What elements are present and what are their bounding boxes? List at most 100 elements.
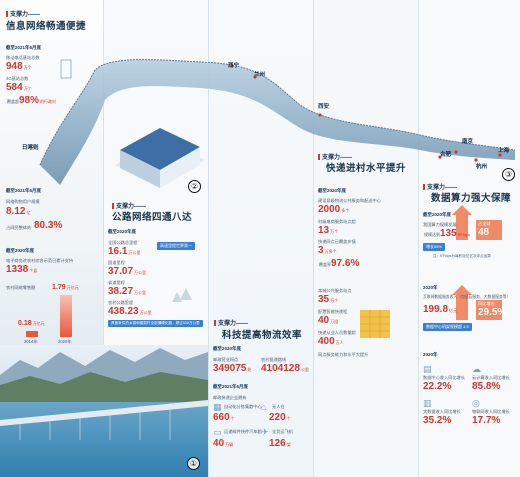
iot-icon: ◎ [472,398,480,408]
tower-icon [60,59,72,79]
city-label: 西宁 [228,63,240,69]
bar-value-2014: 0.18万亿元 [18,320,45,327]
highlight-pill: 数据中心机架规模超 3.9 [423,323,472,331]
city-label: 杭州 [476,164,488,170]
panel-express-village [313,0,418,477]
stat-label: 村级电商服务站点超 [318,219,356,224]
bar-year: 2014年 [24,339,38,344]
stat-label: 移动电话基站总数 [6,55,40,60]
warehouse-icon: ⌂ [261,402,267,412]
stat-label: 农村投递路线 [261,357,287,362]
bar-2014 [26,331,38,337]
stat-value: 1338个县 [6,264,38,275]
section-date: 截至2021年6月底 [6,188,42,193]
support-label: 支撑力—— [318,152,352,161]
stat-value: 349075处 [213,363,252,374]
section-date: 截至2020年底 [318,188,347,193]
stat-value: 22.2% [423,381,452,392]
stat-value: 35.2% [423,415,452,426]
bar-2020 [60,295,72,337]
stat-label: 建设县级物流公共服务和配送中心 [318,198,381,203]
stat-label: 快递网点已覆盖乡镇 [318,239,356,244]
note-text: 注：EFlops为每秒百亿亿次浮点运算 [433,254,491,258]
marker-two: ② [188,180,201,193]
bar-value-2020: 1.79万亿元 [52,284,79,291]
stat-label: 农村网络零售额 [6,285,36,290]
stat-value: 29.5% [478,307,507,318]
stat-value: 48 [478,227,490,238]
support-label: 支撑力—— [112,201,146,210]
stat-value: 948万个 [6,61,32,72]
stat-value: 400万人 [318,336,344,347]
stat-label: 占全球 [478,221,491,226]
stat-label: 互联网数据服务收入（包括云服务、大数据服务等） [423,295,511,299]
stat-label: 大数据收入同比增长 [423,409,461,414]
stat-label: 网点服务能力和水平大提升 [318,352,369,357]
stat-value: 4104128公里 [261,363,309,374]
stat-value: 40万组 [318,315,339,326]
city-label: 日喀则 [22,145,39,151]
stat-value: 40万辆 [213,438,234,449]
city-label: 合肥 [440,152,452,158]
stat-label: 邮政营业网点 [213,357,239,362]
stat-value: 37.07万公里 [108,266,147,277]
section-date: 截至2021年6月底 [6,45,42,50]
highlight-pill: 高速里程世界第一 [157,242,195,250]
stat-label: 4G基站总数 [6,76,29,81]
stat-label: 无人仓 [272,404,285,409]
divider [313,0,314,477]
growth-box [476,300,502,320]
section-date: 截至2020年底 [213,346,242,351]
stat-label: 全国公路总里程 [108,240,138,245]
stat-value: 220个 [269,412,291,423]
stat-value: 80.3% [34,220,63,231]
city-label: 兰州 [254,72,266,78]
marker-one: ① [187,457,200,470]
section-date: 2020年 [423,352,438,357]
airplane-icon: ✈ [261,427,269,437]
stat-value: 覆盖超98%的行政村 [7,95,57,106]
bar-year: 2020年 [58,339,72,344]
cloud-icon: ☁ [472,364,481,374]
stat-label: 本城公共服务站点 [318,288,352,293]
stat-label: 电子商务进农村综合示范已累计支持 [6,258,74,263]
stat-label: 配置智能快递柜 [318,309,348,314]
section-date: 截至2021年6月底 [213,384,249,389]
stat-value: 660个 [213,412,235,423]
stat-value: 覆盖率97.6% [319,258,360,269]
stat-label: 数据中心收入同比增长 [423,375,465,380]
panel-title: 数据算力强大保障 [431,193,512,204]
stat-value: 199.8亿元 [423,304,458,315]
divider [103,0,104,477]
marker-three: ③ [502,168,515,181]
city-label: 南京 [462,139,474,145]
stat-label: 网络购物用户规模 [6,199,40,204]
city-label: 西安 [318,104,330,110]
section-date: 截至2020年底 [423,212,452,217]
divider [418,0,419,477]
stat-label: 快递从业人员数量超 [318,330,356,335]
stat-label: 邮政快递企业拥有 [213,395,247,400]
ratio-box [476,220,502,240]
stat-value: 2000多个 [318,204,350,215]
stat-value: 17.7% [472,415,501,426]
stat-value: 85.8% [472,381,501,392]
section-date: 截至2020年底 [108,229,137,234]
sorting-center-icon: ▦ [213,402,222,412]
stat-label: 全货运飞机 [272,429,293,434]
city-label: 上海 [498,148,510,154]
stat-label: 我国算力规模发展 [423,222,457,227]
stat-value: 38.27万公里 [108,286,147,297]
panel-data-computing [418,0,520,477]
support-label: 支撑力—— [423,182,457,191]
panel-title: 快递进村水平提升 [326,163,407,174]
stat-value: 126架 [269,438,291,449]
stat-value: 16.1万公里 [108,246,141,257]
stat-value: 规模达到135EFlops [424,228,471,239]
section-date: 截至2020年底 [6,248,35,253]
panel-title: 信息网络畅通便捷 [6,21,87,32]
support-label: 支撑力—— [6,9,40,18]
highlight-pill: 具备条件的乡镇和建制村全部通硬化路，超过500万公里 [108,320,203,327]
stat-value: 584万个 [6,82,32,93]
